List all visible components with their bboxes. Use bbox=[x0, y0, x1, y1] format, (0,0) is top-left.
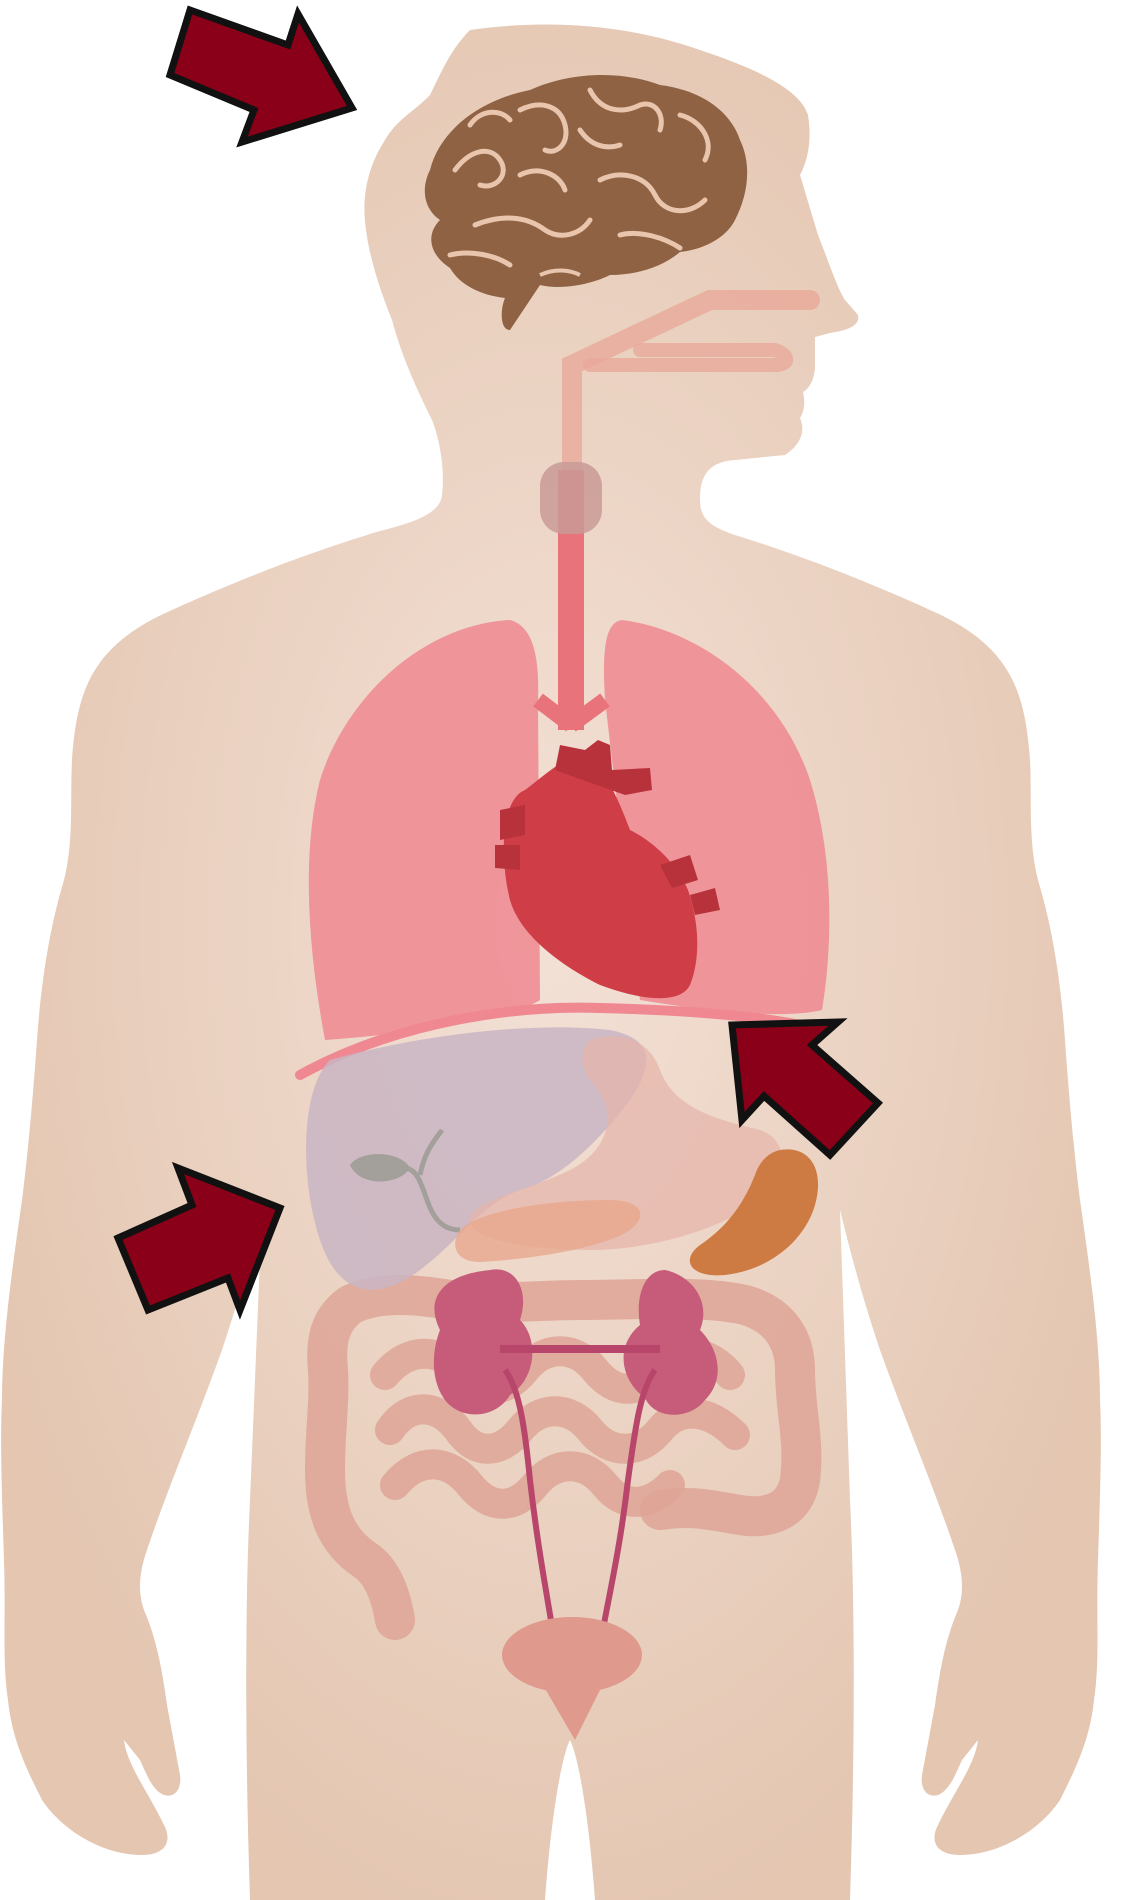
arrow-brain bbox=[165, 5, 358, 148]
coronary-vessel bbox=[660, 855, 720, 915]
brain-body bbox=[424, 74, 748, 330]
airway bbox=[533, 290, 820, 732]
body-outline bbox=[1, 24, 1101, 1900]
arrow-liver-shape bbox=[113, 1161, 285, 1320]
pancreas bbox=[455, 1200, 641, 1262]
oral-passage bbox=[583, 343, 793, 372]
brain-folds bbox=[447, 87, 711, 268]
pulmonary-vessels bbox=[495, 805, 525, 870]
arrow-brain-shape bbox=[165, 5, 358, 148]
large-intestine bbox=[305, 1275, 822, 1640]
colon bbox=[305, 1275, 822, 1640]
urethra bbox=[540, 1680, 605, 1740]
heart bbox=[495, 740, 720, 999]
bladder-body bbox=[502, 1617, 642, 1693]
cerebellum-lines bbox=[539, 268, 581, 277]
right-lung bbox=[308, 620, 540, 1040]
kidneys bbox=[433, 1269, 718, 1646]
spleen bbox=[689, 1149, 819, 1276]
arrow-stomach bbox=[728, 1018, 884, 1160]
body-silhouette bbox=[1, 24, 1101, 1900]
arrow-liver bbox=[113, 1161, 285, 1320]
stomach bbox=[470, 1036, 783, 1250]
liver-body bbox=[306, 1027, 647, 1290]
renal-vessel bbox=[500, 1345, 660, 1353]
bile-duct bbox=[404, 1128, 461, 1233]
gallbladder bbox=[350, 1154, 410, 1182]
nasal-passage bbox=[562, 290, 820, 480]
heart-body bbox=[503, 755, 698, 999]
left-ureter bbox=[597, 1368, 658, 1646]
brain bbox=[424, 74, 748, 330]
arrow-stomach-shape bbox=[728, 1018, 884, 1160]
diaphragm bbox=[295, 1002, 805, 1080]
bronchi bbox=[533, 693, 610, 732]
bladder bbox=[502, 1617, 642, 1740]
aorta bbox=[555, 740, 652, 795]
right-ureter bbox=[502, 1368, 558, 1646]
liver bbox=[306, 1027, 647, 1290]
thyroid bbox=[540, 462, 602, 534]
